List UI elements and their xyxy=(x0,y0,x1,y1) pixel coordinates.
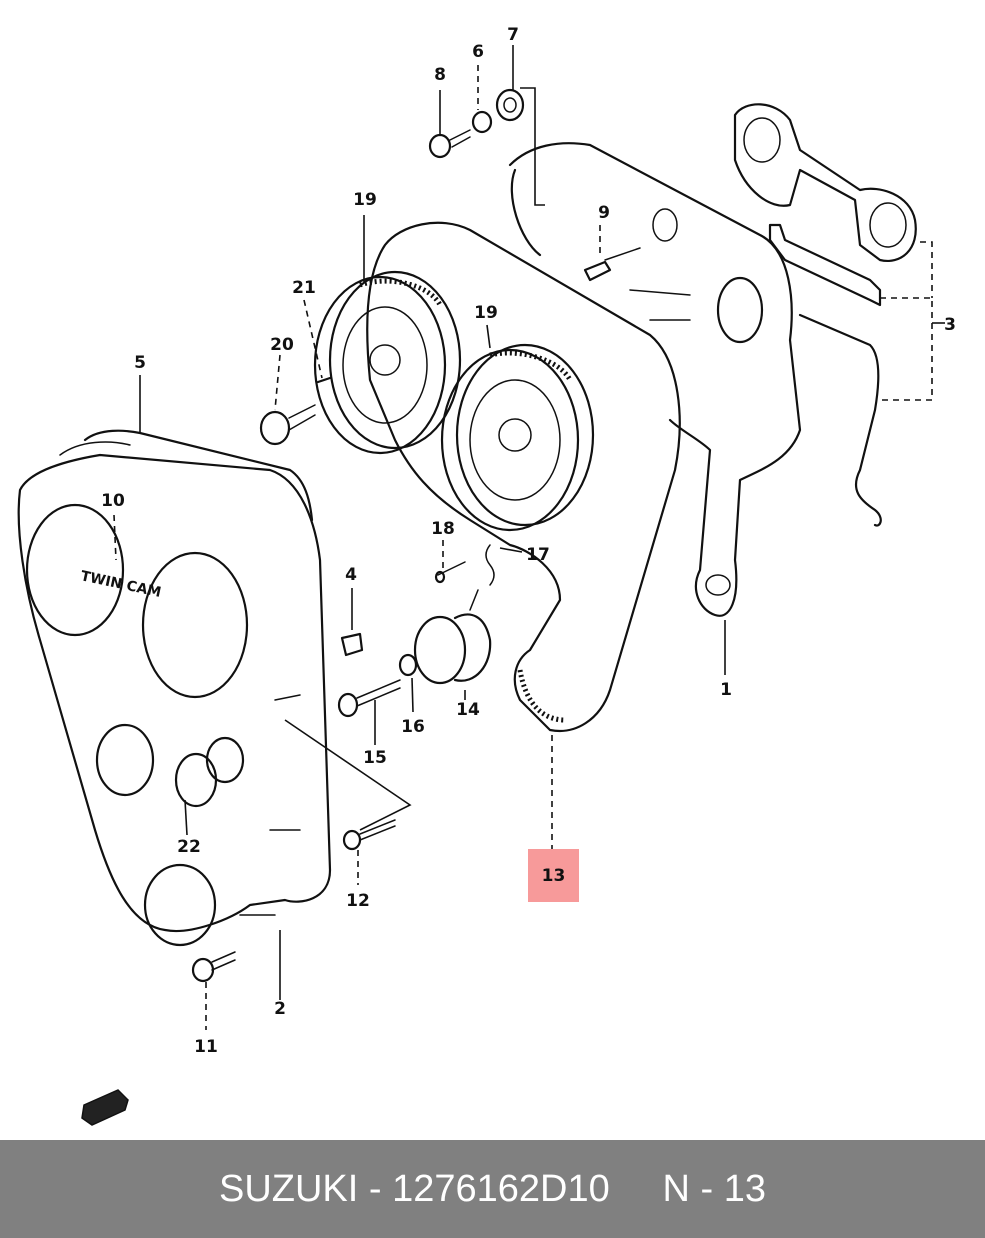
exploded-parts-diagram: TWIN CAM xyxy=(17,25,956,1126)
highlight-box-13 xyxy=(528,849,579,902)
callout-11: 11 xyxy=(194,1037,218,1057)
bolt-15 xyxy=(337,679,401,718)
svg-text:TWIN CAM: TWIN CAM xyxy=(79,568,162,601)
callout-15: 15 xyxy=(363,748,387,768)
leader-lines xyxy=(113,45,945,1030)
bolt-11 xyxy=(191,951,236,983)
front-arrow-icon xyxy=(81,1089,129,1126)
spring-17 xyxy=(485,544,495,586)
bolt-18 xyxy=(434,561,466,584)
inner-timing-cover xyxy=(508,142,802,617)
callout-12: 12 xyxy=(346,891,370,911)
callout-16: 16 xyxy=(401,717,425,737)
tensioner-14 xyxy=(413,589,492,685)
pin-21 xyxy=(316,376,332,384)
callout-13-highlighted: 13 xyxy=(541,865,566,886)
callout-8: 8 xyxy=(434,65,446,85)
camshaft-pulley-right xyxy=(440,343,595,532)
bolt-8 xyxy=(428,129,471,159)
callout-18: 18 xyxy=(431,519,455,539)
callout-1: 1 xyxy=(720,680,732,700)
callout-3: 3 xyxy=(944,315,956,335)
callout-9: 9 xyxy=(598,203,610,223)
footer-bar: SUZUKI - 1276162D10 N - 13 xyxy=(0,1140,985,1238)
callout-10: 10 xyxy=(101,491,125,511)
callout-5: 5 xyxy=(134,353,146,373)
callout-20: 20 xyxy=(270,335,294,355)
bushing-6 xyxy=(471,110,493,134)
callout-22: 22 xyxy=(177,837,201,857)
camshaft-pulley-left xyxy=(313,270,462,455)
callout-19-upper: 19 xyxy=(353,190,377,210)
callout-4: 4 xyxy=(345,565,357,585)
callout-labels: 7 6 8 19 9 21 19 3 20 5 10 18 17 4 1 14 … xyxy=(101,25,956,1057)
callout-21: 21 xyxy=(292,278,316,298)
callout-7: 7 xyxy=(507,25,519,45)
callout-17: 17 xyxy=(526,545,550,565)
outer-timing-cover: TWIN CAM xyxy=(17,429,332,947)
callout-6: 6 xyxy=(472,42,484,62)
diagram-drawing: TWIN CAM xyxy=(17,25,956,1126)
stud-9 xyxy=(583,247,641,282)
callout-2: 2 xyxy=(274,999,286,1019)
spacer-7 xyxy=(495,88,525,122)
bolt-12 xyxy=(342,819,396,851)
callout-14: 14 xyxy=(456,700,480,720)
washer-16 xyxy=(398,653,418,677)
bolt-20 xyxy=(259,404,316,446)
timing-belt xyxy=(366,221,681,733)
callout-19-lower: 19 xyxy=(474,303,498,323)
grommet-4 xyxy=(340,632,364,657)
footer-caption: SUZUKI - 1276162D10 N - 13 xyxy=(218,1167,767,1210)
